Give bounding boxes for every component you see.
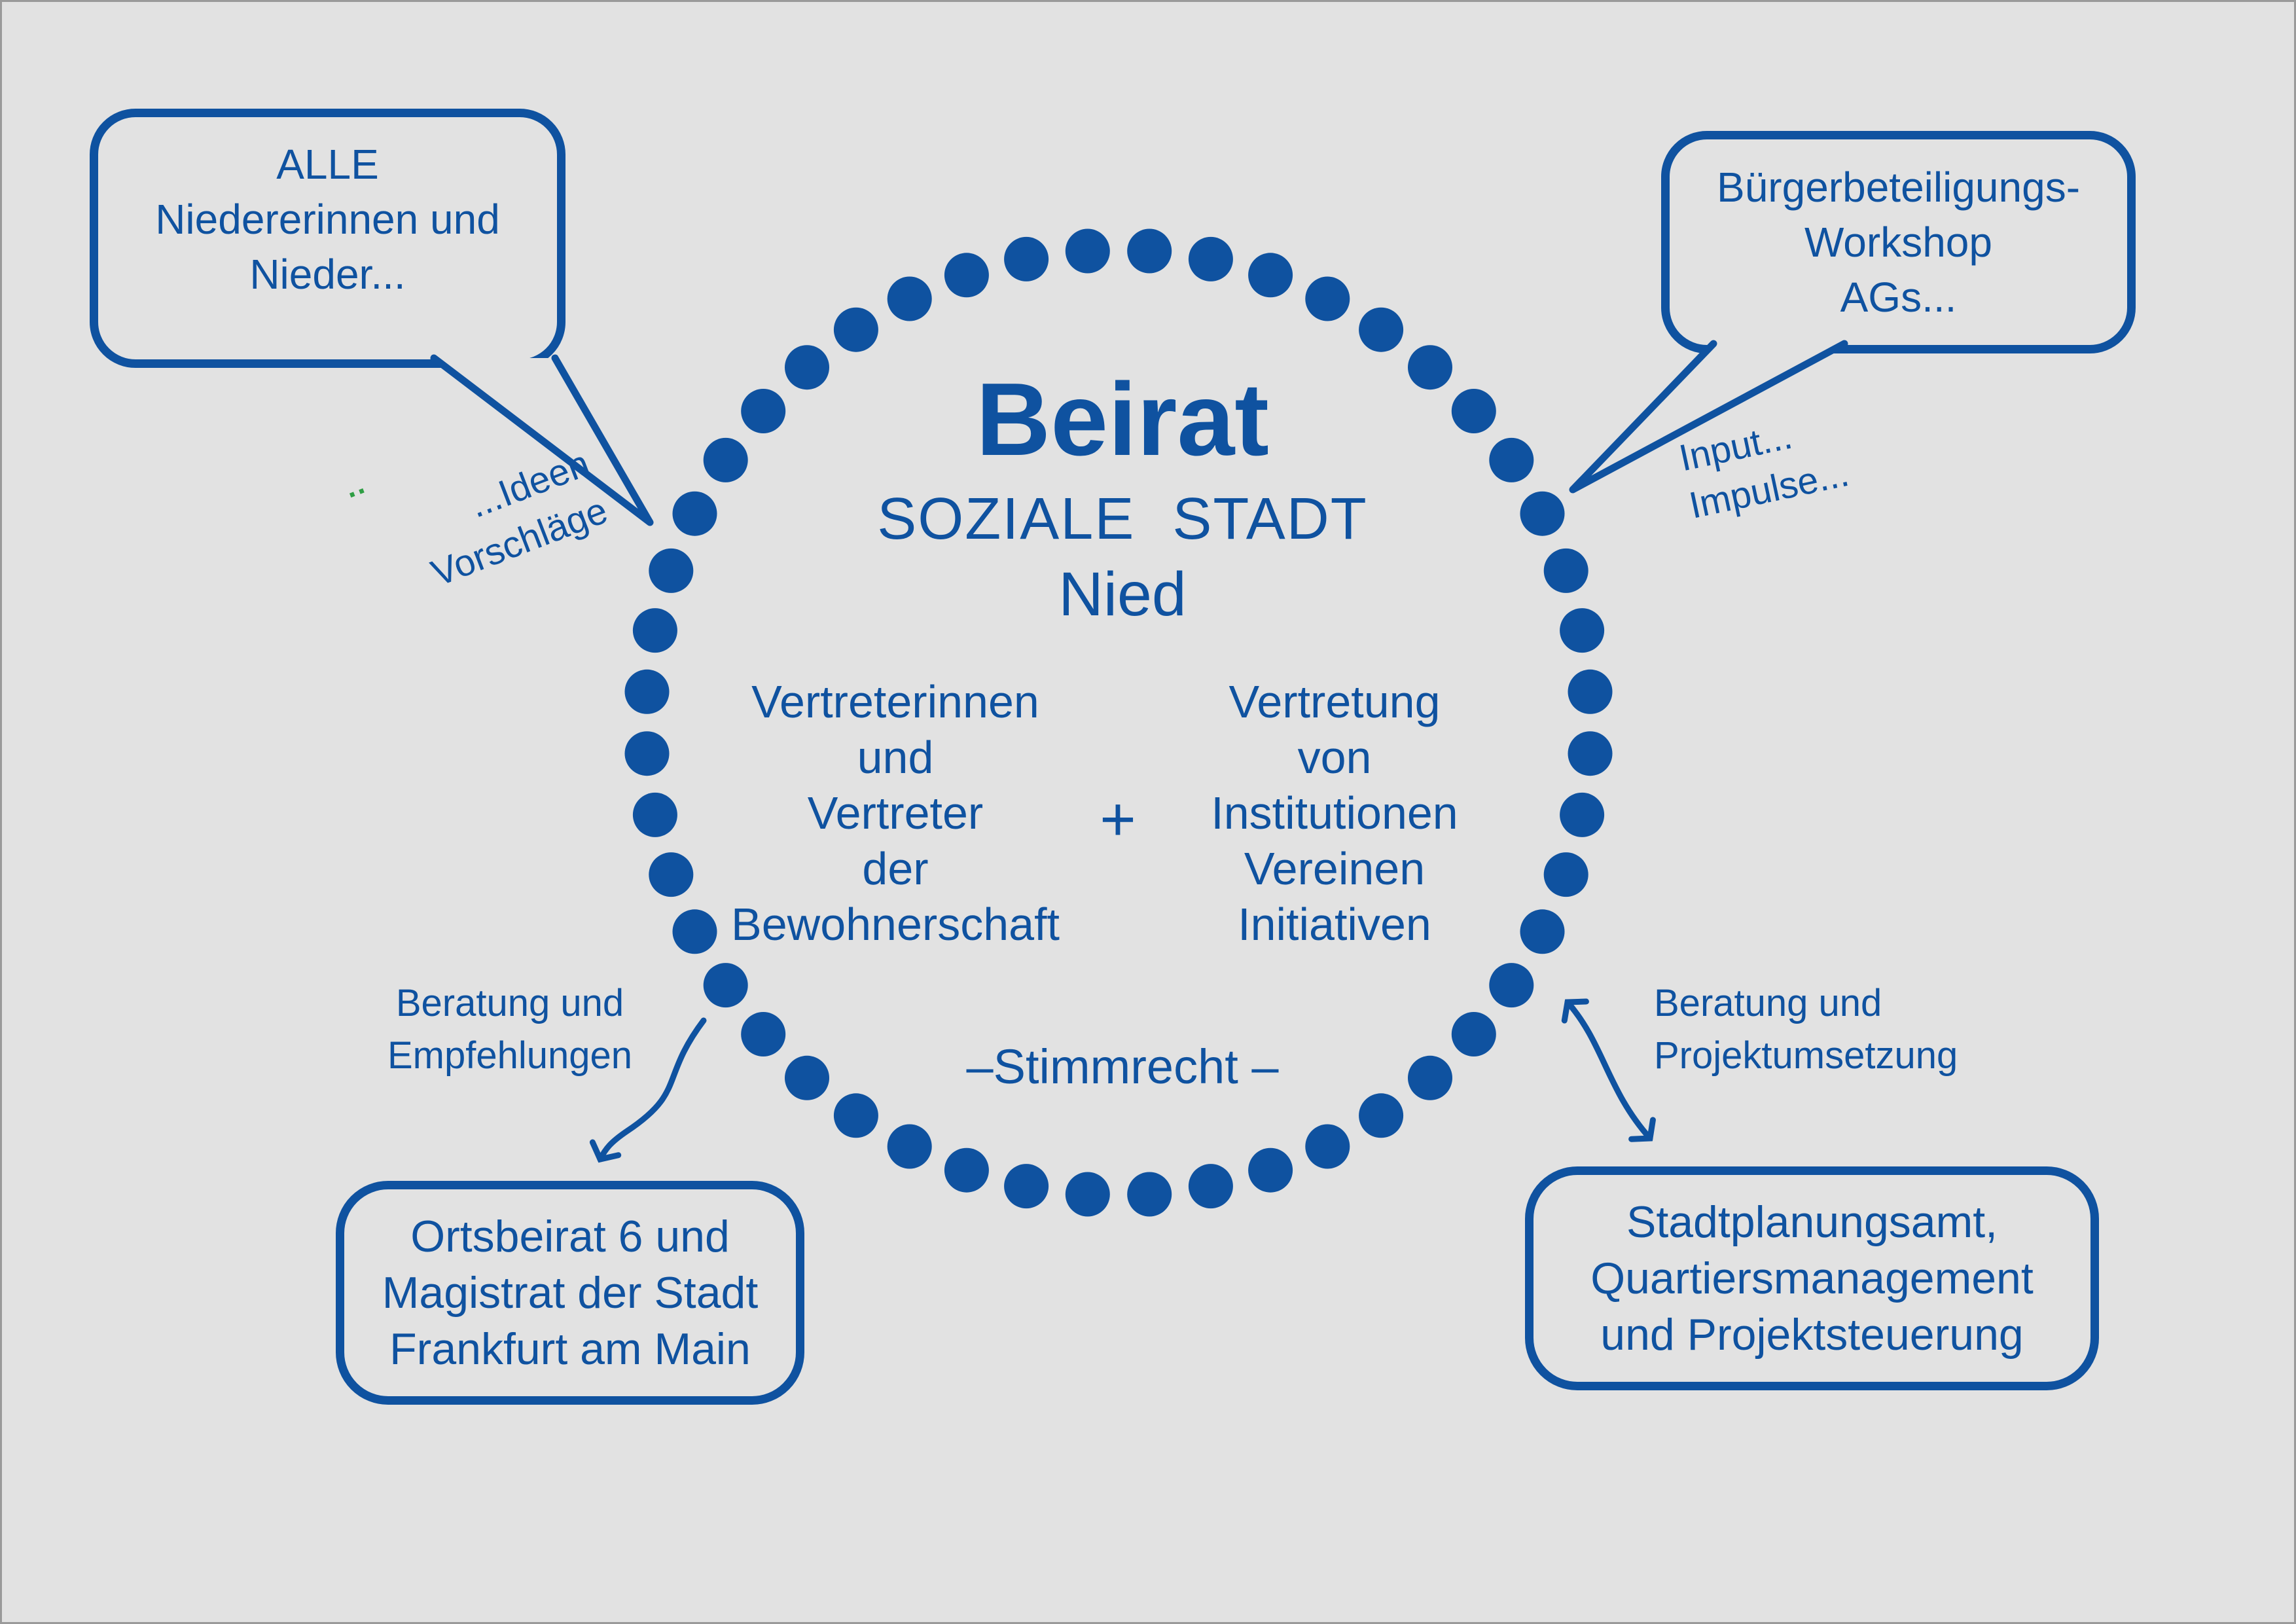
voting-note: –Stimmrecht – [966,1039,1279,1094]
label-line: Empfehlungen [387,1034,633,1077]
stray-green-mark: ·· [342,473,373,512]
group-line: Vertretung [1229,676,1441,727]
box-stadtplanungsamt: Stadtplanungsamt, Quartiersmanagement un… [1525,1166,2099,1390]
group-line: Vertreterinnen [751,676,1039,727]
speech-bubble-residents: ALLE Niedererinnen und Nieder... [90,109,565,368]
speech-bubble-workshop: Bürgerbeteiligungs- Workshop AGs... [1661,131,2136,353]
label-line: Projektumsetzung [1654,1034,1958,1077]
diagram-title: Beirat [976,362,1269,477]
group-institutionen: Vertretung von Institutionen Vereinen In… [1105,674,1564,952]
group-bewohnerschaft: Vertreterinnen und Vertreter der Bewohne… [666,674,1124,952]
bubble-line: Niedererinnen und [155,196,500,243]
group-line: der [862,843,929,894]
plus-sign: + [1100,785,1136,854]
group-line: Vertreter [807,787,984,839]
label-beratung-empfehlungen: Beratung und Empfehlungen [314,977,706,1082]
group-line: von [1297,732,1372,783]
label-line: Beratung und [395,982,624,1024]
label-ideen-vorschlaege: ...Ideen Vorschläge [371,439,615,613]
box-line: und Projektsteuerung [1600,1310,2024,1360]
group-line: Institutionen [1211,787,1458,839]
label-input-impulse: Input... Impulse... [1675,378,1964,530]
bubble-line: Bürgerbeteiligungs- [1717,164,2080,211]
group-line: Vereinen [1244,843,1426,894]
bubble-line: AGs... [1840,274,1957,321]
box-line: Magistrat der Stadt [382,1268,759,1318]
bubble-line: Nieder... [249,251,406,298]
diagram-subtitle: SOZIALE STADT [877,486,1368,552]
label-beratung-projektumsetzung: Beratung und Projektumsetzung [1654,977,2151,1082]
box-line: Quartiersmanagement [1590,1254,2034,1303]
box-line: Stadtplanungsamt, [1626,1197,1998,1247]
diagram-location: Nied [1058,560,1187,629]
box-line: Ortsbeirat 6 und [410,1212,730,1261]
bubble-line: Workshop [1804,219,1992,266]
box-line: Frankfurt am Main [389,1324,751,1374]
label-line: Beratung und [1654,982,1882,1024]
group-line: und [857,732,934,783]
bubble-line: ALLE [276,141,379,188]
double-arrow-projektumsetzung-icon [1561,998,1656,1142]
group-line: Initiativen [1238,899,1431,950]
group-line: Bewohnerschaft [731,899,1060,950]
box-ortsbeirat-magistrat: Ortsbeirat 6 und Magistrat der Stadt Fra… [336,1181,804,1405]
